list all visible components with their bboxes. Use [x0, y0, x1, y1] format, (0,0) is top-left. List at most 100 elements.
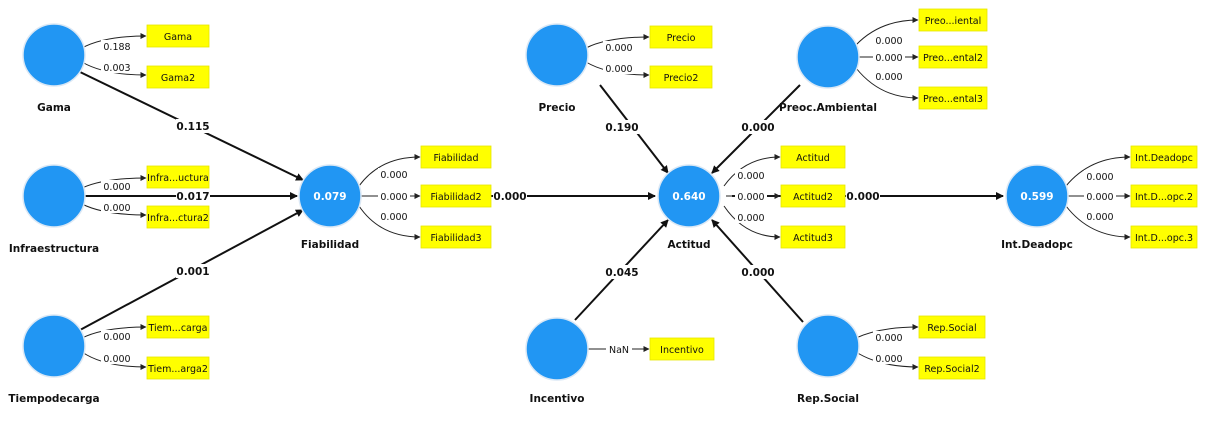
indicator-box[interactable]: [780, 184, 846, 208]
indicator-box[interactable]: [146, 165, 210, 189]
construct-precio[interactable]: 0.000 0.000 Precio Precio Precio2: [525, 23, 713, 114]
coef-incentivo-actitud: 0.045: [605, 267, 638, 279]
construct-label: Int.Deadopc: [1001, 239, 1073, 251]
weight-gama-2: 0.003: [103, 63, 130, 74]
indicator-box[interactable]: [146, 315, 210, 339]
indicator-box[interactable]: [1130, 184, 1198, 208]
indicator-label: Int.D...opc.3: [1135, 233, 1193, 244]
coef-gama-fiabilidad: 0.115: [176, 121, 209, 133]
weight-precio-1: 0.000: [605, 43, 632, 54]
indicator-box[interactable]: [918, 356, 986, 380]
indicator-box[interactable]: [918, 45, 988, 69]
indicator-box[interactable]: [649, 337, 715, 361]
construct-label: Gama: [37, 102, 71, 114]
indicator-label: Infra...uctura: [147, 173, 209, 184]
construct-circle[interactable]: [796, 25, 860, 89]
indicator-box[interactable]: [780, 145, 846, 169]
indicator-box[interactable]: [146, 65, 210, 89]
indicator-box[interactable]: [420, 145, 492, 169]
indicator-box[interactable]: [146, 356, 210, 380]
weight-preoc-ambiental-1: 0.000: [875, 36, 902, 47]
indicator-label: Preo...ental3: [923, 94, 983, 105]
indicator-label: Gama2: [161, 73, 195, 84]
indicator-box[interactable]: [780, 225, 846, 249]
construct-circle[interactable]: [22, 164, 86, 228]
indicator-label: Actitud2: [793, 192, 833, 203]
indicator-label: Infra...ctura2: [147, 213, 209, 224]
weight-int-deadopc-3: 0.000: [1086, 212, 1113, 223]
weight-int-deadopc-1: 0.000: [1086, 172, 1113, 183]
indicator-box[interactable]: [649, 25, 713, 49]
indicator-label: Tiem...arga2: [147, 364, 208, 375]
construct-circle[interactable]: [22, 314, 86, 378]
weight-actitud-1: 0.000: [737, 171, 764, 182]
r-squared-value: 0.640: [672, 191, 705, 203]
construct-preoc-ambiental[interactable]: 0.000 0.000 0.000 Preoc.Ambiental Preo..…: [779, 8, 988, 114]
construct-tiempodecarga[interactable]: 0.000 0.000 Tiempodecarga Tiem...carga T…: [8, 314, 210, 405]
construct-label: Preoc.Ambiental: [779, 102, 877, 114]
construct-infraestructura[interactable]: 0.000 0.000 Infraestructura Infra...uctu…: [9, 164, 210, 255]
construct-circle[interactable]: [525, 23, 589, 87]
weight-tiempodecarga-2: 0.000: [103, 354, 130, 365]
indicator-box[interactable]: [420, 184, 492, 208]
construct-circle[interactable]: [1005, 164, 1069, 228]
indicator-label: Preo...iental: [925, 16, 982, 27]
weight-infraestructura-2: 0.000: [103, 203, 130, 214]
weight-preoc-ambiental-3: 0.000: [875, 72, 902, 83]
weight-fiabilidad-3: 0.000: [380, 212, 407, 223]
indicator-label: Actitud: [796, 153, 830, 164]
path-coefficients: 0.115 0.017 0.001 0.000 0.190 0.045 0.00…: [176, 119, 880, 279]
indicator-box[interactable]: [146, 24, 210, 48]
indicator-box[interactable]: [146, 205, 210, 229]
construct-rep-social[interactable]: 0.000 0.000 Rep.Social Rep.Social Rep.So…: [796, 314, 986, 405]
weight-actitud-3: 0.000: [737, 213, 764, 224]
construct-circle[interactable]: [796, 314, 860, 378]
indicator-box[interactable]: [420, 225, 492, 249]
indicator-box[interactable]: [1130, 145, 1198, 169]
construct-gama[interactable]: 0.188 0.003 Gama Gama Gama2: [22, 23, 210, 114]
indicator-box[interactable]: [1130, 225, 1198, 249]
weight-preoc-ambiental-2: 0.000: [875, 53, 902, 64]
construct-label: Fiabilidad: [301, 239, 359, 251]
indicator-label: Fiabilidad3: [430, 233, 481, 244]
indicator-label: Precio2: [664, 73, 699, 84]
construct-label: Infraestructura: [9, 243, 99, 255]
construct-incentivo[interactable]: NaN Incentivo Incentivo: [525, 317, 715, 405]
construct-actitud[interactable]: 0.000 0.000 0.000 0.640 Actitud Actitud …: [657, 145, 846, 251]
indicator-label: Fiabilidad: [433, 153, 478, 164]
construct-label: Rep.Social: [797, 393, 859, 405]
indicator-box[interactable]: [918, 86, 988, 110]
construct-label: Tiempodecarga: [8, 393, 99, 405]
indicator-box[interactable]: [918, 8, 988, 32]
coef-precio-actitud: 0.190: [605, 122, 638, 134]
weight-actitud-2: 0.000: [737, 192, 764, 203]
indicator-label: Rep.Social: [927, 323, 976, 334]
construct-fiabilidad[interactable]: 0.000 0.000 0.000 0.079 Fiabilidad Fiabi…: [298, 145, 492, 251]
construct-circle[interactable]: [657, 164, 721, 228]
indicator-label: Gama: [164, 32, 192, 43]
weight-incentivo-1: NaN: [609, 345, 629, 356]
indicator-label: Rep.Social2: [924, 364, 979, 375]
coef-preoc-ambiental-actitud: 0.000: [741, 122, 774, 134]
weight-fiabilidad-1: 0.000: [380, 170, 407, 181]
weight-fiabilidad-2: 0.000: [380, 192, 407, 203]
indicator-label: Precio: [667, 33, 696, 44]
indicator-box[interactable]: [649, 65, 713, 89]
r-squared-value: 0.599: [1020, 191, 1053, 203]
weight-rep-social-2: 0.000: [875, 354, 902, 365]
weight-gama-1: 0.188: [103, 42, 130, 53]
r-squared-value: 0.079: [313, 191, 346, 203]
indicator-box[interactable]: [918, 315, 986, 339]
construct-circle[interactable]: [298, 164, 362, 228]
indicator-label: Preo...ental2: [923, 53, 983, 64]
coef-rep-social-actitud: 0.000: [741, 267, 774, 279]
indicator-label: Fiabilidad2: [430, 192, 481, 203]
construct-int-deadopc[interactable]: 0.000 0.000 0.000 0.599 Int.Deadopc Int.…: [1001, 145, 1198, 251]
weight-rep-social-1: 0.000: [875, 333, 902, 344]
coef-infraestructura-fiabilidad: 0.017: [176, 191, 209, 203]
construct-circle[interactable]: [22, 23, 86, 87]
coef-fiabilidad-actitud: 0.000: [493, 191, 526, 203]
construct-circle[interactable]: [525, 317, 589, 381]
